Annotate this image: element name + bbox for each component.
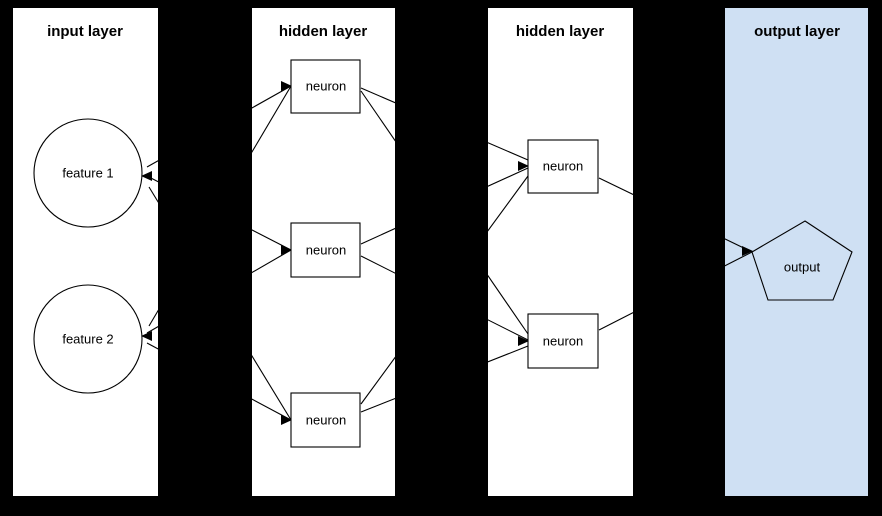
hidden2-neuron-2-box[interactable] xyxy=(527,313,599,369)
gap-band-top xyxy=(0,0,882,8)
hidden1-neuron-1-box[interactable] xyxy=(290,59,361,114)
hidden1-neuron-3-label: neuron xyxy=(306,412,346,427)
hidden1-neuron-2-label: neuron xyxy=(306,242,346,257)
node-feature-1[interactable]: feature 1 xyxy=(33,118,143,228)
gap-band-bottom xyxy=(0,496,882,516)
feature-2-label: feature 2 xyxy=(62,331,113,346)
arrowhead-into-hidden1-neuron-3 xyxy=(281,415,292,425)
hidden2-neuron-1-label: neuron xyxy=(543,158,583,173)
node-output[interactable]: output xyxy=(751,220,853,301)
panel-hidden-layer-2[interactable] xyxy=(488,8,633,496)
feature-2-circle[interactable] xyxy=(33,284,143,394)
feature-1-circle[interactable] xyxy=(33,118,143,228)
gap-band-right xyxy=(868,0,882,516)
node-hidden2-neuron-2[interactable]: neuron xyxy=(527,313,599,369)
gap-band-3 xyxy=(633,0,725,516)
node-hidden1-neuron-3[interactable]: neuron xyxy=(290,392,361,448)
output-pentagon[interactable] xyxy=(751,220,853,301)
hidden2-neuron-1-box[interactable] xyxy=(527,139,599,194)
arrowhead-into-hidden1-neuron-1 xyxy=(281,81,292,91)
layer-title-hidden-2: hidden layer xyxy=(516,23,605,40)
hidden1-neuron-3-box[interactable] xyxy=(290,392,361,448)
node-hidden1-neuron-1[interactable]: neuron xyxy=(290,59,361,114)
arrowhead-into-feature-2 xyxy=(141,331,152,341)
gap-band-2 xyxy=(395,0,488,516)
node-feature-2[interactable]: feature 2 xyxy=(33,284,143,394)
hidden2-neuron-2-label: neuron xyxy=(543,333,583,348)
arrowhead-into-feature-1 xyxy=(141,171,152,181)
hidden1-neuron-2-box[interactable] xyxy=(290,222,361,278)
layer-title-hidden-1: hidden layer xyxy=(279,23,368,40)
layer-title-input: input layer xyxy=(47,23,123,40)
arrowhead-into-output-node xyxy=(742,246,753,256)
layer-title-output: output layer xyxy=(754,23,840,40)
gap-band-left xyxy=(0,0,13,516)
arrowhead-into-hidden1-neuron-2 xyxy=(281,245,292,255)
gap-band-1 xyxy=(158,0,252,516)
layer-titles-group: input layer hidden layer hidden layer ou… xyxy=(47,23,840,40)
node-hidden1-neuron-2[interactable]: neuron xyxy=(290,222,361,278)
output-label: output xyxy=(784,259,821,274)
arrowhead-into-hidden2-neuron-2 xyxy=(518,336,529,346)
arrowhead-into-hidden2-neuron-1 xyxy=(518,161,529,171)
hidden1-neuron-1-label: neuron xyxy=(306,78,346,93)
feature-1-label: feature 1 xyxy=(62,165,113,180)
nodes-group: feature 1 feature 2 neuron neuron neuron xyxy=(33,59,853,448)
node-hidden2-neuron-1[interactable]: neuron xyxy=(527,139,599,194)
arrowheads-group xyxy=(141,81,753,425)
panel-input-layer[interactable] xyxy=(13,8,158,496)
